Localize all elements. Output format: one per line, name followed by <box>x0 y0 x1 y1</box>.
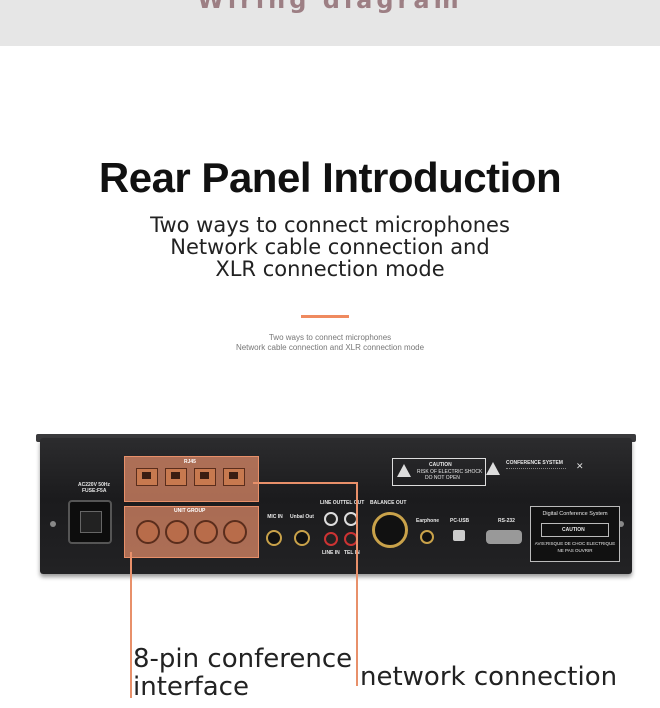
rear-panel-image: AC220V 50Hz FUSE:F5A RJ45 UNIT GROUP MIC… <box>36 434 636 582</box>
caution-sticker: CAUTION RISK OF ELECTRIC SHOCK DO NOT OP… <box>392 458 486 486</box>
top-banner: Wiring diagram <box>0 0 660 46</box>
screw-icon <box>618 521 624 527</box>
earphone-label: Earphone <box>416 518 440 524</box>
subtitle-line-2: Network cable connection and <box>170 235 490 259</box>
recycle-bin-icon: ✕ <box>576 461 584 471</box>
pc-usb-label: PC-USB <box>450 518 470 524</box>
device-label-title: Digital Conference System <box>542 511 608 517</box>
caution-title: CAUTION <box>429 462 452 468</box>
rs232-label: RS-232 <box>498 518 515 524</box>
din-port-icon <box>136 520 160 544</box>
rj45-port-icon <box>194 468 216 486</box>
device-label-caution: CAUTION <box>562 527 585 533</box>
unit-group-label: UNIT GROUP <box>174 508 206 514</box>
accent-divider <box>301 315 349 318</box>
callout-line-left <box>130 552 132 698</box>
device-label-french-1: AVIS:RISQUE DE CHOC ELECTRIQUE <box>534 541 616 546</box>
callout-right: network connection <box>360 662 618 692</box>
line-out-label: LINE OUT <box>320 500 344 506</box>
usb-port-icon <box>453 530 465 541</box>
rs232-port-icon <box>486 530 522 544</box>
callout-left-line-2: interface <box>133 672 249 702</box>
subtitle-line-3: XLR connection mode <box>215 257 445 281</box>
rca-white-icon <box>324 512 338 526</box>
tel-out-label: TEL OUT <box>343 500 365 506</box>
warning-icon <box>486 462 500 475</box>
unbal-out-jack-icon <box>294 530 310 546</box>
mic-in-label: MIC IN <box>267 514 283 520</box>
device-label-french-2: NE PAS OUVRIR <box>557 548 593 553</box>
power-label-2: FUSE:F5A <box>82 488 107 494</box>
line-in-label: LINE IN <box>322 550 340 556</box>
rj45-port-icon <box>136 468 158 486</box>
small-caption-line-2: Network cable connection and XLR connect… <box>235 343 425 352</box>
rear-panel: AC220V 50Hz FUSE:F5A RJ45 UNIT GROUP MIC… <box>40 438 632 574</box>
power-label-1: AC220V 50Hz <box>78 482 110 488</box>
banner-title: Wiring diagram <box>197 0 463 14</box>
din-port-icon <box>223 520 247 544</box>
subtitle-line-1: Two ways to connect microphones <box>150 213 510 237</box>
rj45-port-icon <box>165 468 187 486</box>
din-port-icon <box>194 520 218 544</box>
earphone-jack-icon <box>420 530 434 544</box>
callout-line-right-horizontal <box>253 482 356 484</box>
rca-red-icon <box>324 532 338 546</box>
screw-icon <box>50 521 56 527</box>
tel-in-label: TEL IN <box>344 550 360 556</box>
power-socket-icon <box>68 500 112 544</box>
caution-box: CAUTION <box>541 523 609 537</box>
caution-sub-1: RISK OF ELECTRIC SHOCK <box>417 469 483 475</box>
small-caption-line-1: Two ways to connect microphones <box>268 333 392 342</box>
callout-left-line-1: 8-pin conference <box>133 644 353 674</box>
small-print <box>506 468 566 483</box>
rj45-label: RJ45 <box>184 459 196 465</box>
mic-in-jack-icon <box>266 530 282 546</box>
xlr-connector-icon <box>372 512 408 548</box>
conference-system-label: CONFERENCE SYSTEM <box>506 460 563 466</box>
unbal-out-label: Unbal Out <box>290 514 314 520</box>
warning-icon <box>397 464 411 477</box>
page-title: Rear Panel Introduction <box>98 154 562 201</box>
din-port-icon <box>165 520 189 544</box>
balance-out-label: BALANCE OUT <box>370 500 407 506</box>
callout-line-right <box>356 482 358 686</box>
device-label: Digital Conference System CAUTION AVIS:R… <box>530 506 620 562</box>
rj45-port-icon <box>223 468 245 486</box>
caution-sub-2: DO NOT OPEN <box>425 475 460 481</box>
